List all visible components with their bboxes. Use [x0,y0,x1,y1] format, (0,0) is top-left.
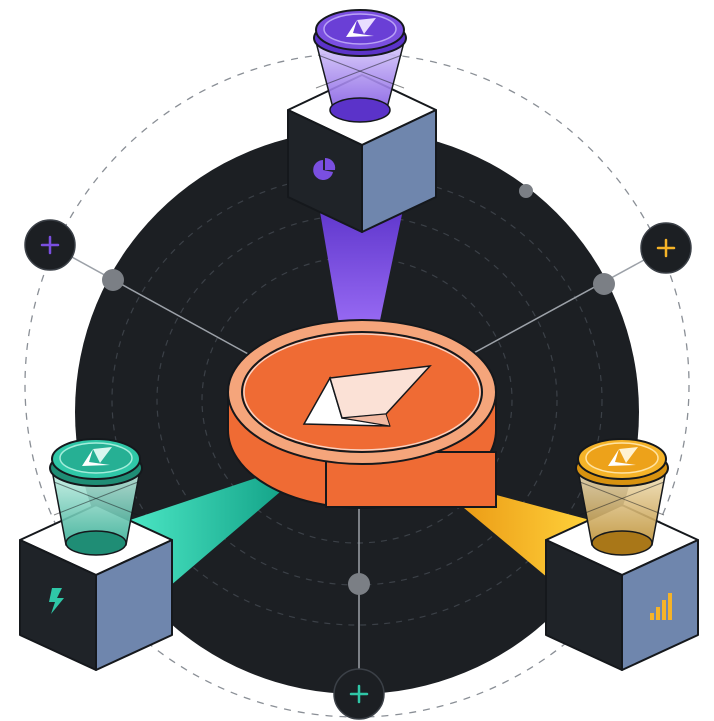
cube-right-face [95,539,173,671]
lightning-icon [49,588,64,614]
center-token [227,319,497,509]
cup-logo-icon [346,18,376,37]
plus-button-left[interactable] [24,219,76,271]
plus-icon [656,238,676,258]
junction-dots [102,184,615,595]
cup-logo-icon [82,447,112,466]
plus-button-right[interactable] [640,222,692,274]
cube-right-face [621,539,699,671]
station-left [19,438,173,671]
station-top [287,9,437,233]
plus-button-bottom[interactable] [333,668,385,720]
arrow-logo-icon [302,365,432,427]
pie-chart-icon [313,157,336,180]
cup-logo-icon [608,447,638,466]
cube-right-face [361,109,437,233]
cup-base [329,97,391,123]
plus-icon [349,684,369,704]
bar-chart-icon [650,593,672,620]
beam-purple [318,200,405,330]
station-right [545,438,699,671]
plus-icon [40,235,60,255]
